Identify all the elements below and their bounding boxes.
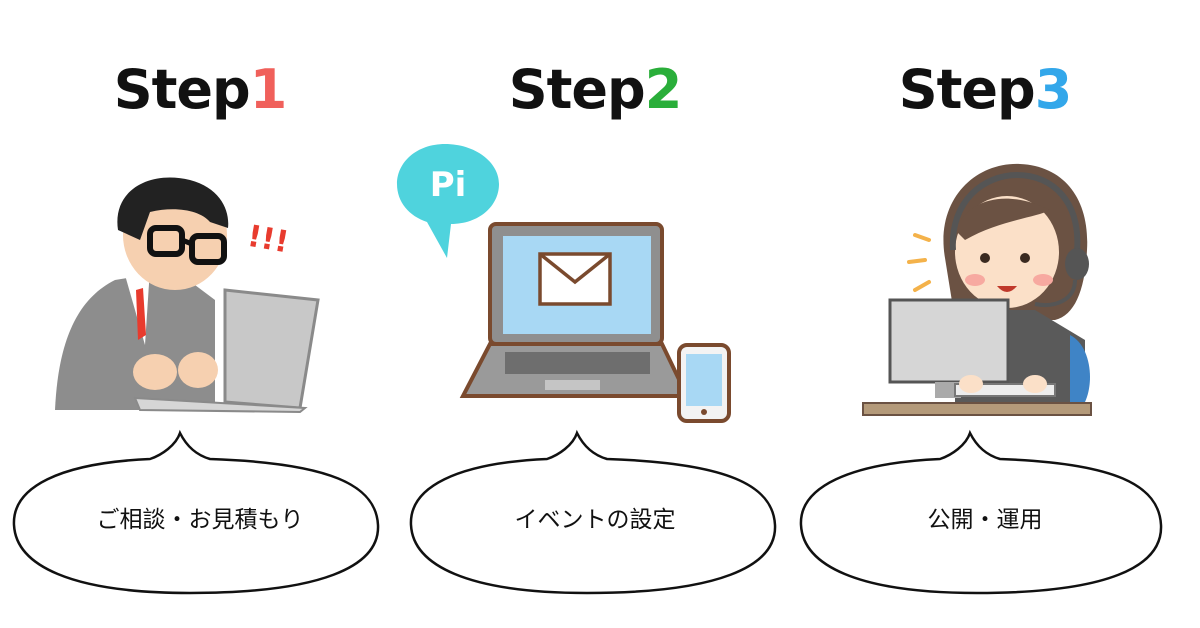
monitor-icon [888, 298, 1010, 384]
touchpad [545, 380, 600, 390]
operator-illustration [862, 163, 1092, 416]
businessman-illustration: !!! [55, 177, 320, 414]
pi-badge-text: Pi [430, 165, 467, 205]
step-3: Step3 公開・運用 [785, 0, 1185, 628]
speech-bubble-3 [799, 429, 1163, 595]
step-1-caption: ご相談・お見積もり [96, 507, 304, 533]
laptop-screen [223, 288, 320, 410]
step-word: Step [508, 58, 646, 121]
glasses-right [189, 233, 227, 265]
step-3-title: Step3 [785, 58, 1185, 121]
laptop-base [133, 396, 308, 414]
headset-band [949, 171, 1081, 253]
step-1: Step1 !!! ご相談・お見積もり [0, 0, 400, 628]
hand-left [133, 354, 177, 390]
desk [862, 402, 1092, 416]
step-number: 3 [1034, 58, 1073, 121]
speech-bubble-1 [12, 429, 380, 595]
laptop-illustration: Pi [397, 144, 731, 423]
step-word: Step [113, 58, 251, 121]
step-1-title: Step1 [0, 58, 400, 121]
step-2-title: Step2 [395, 58, 795, 121]
step-3-caption: 公開・運用 [927, 507, 1043, 533]
hand-right [178, 352, 218, 388]
step-2-caption: イベントの設定 [514, 507, 676, 533]
speech-bubble-2 [409, 429, 777, 595]
hair [117, 177, 229, 240]
step-number: 2 [644, 58, 683, 121]
step-2: Step2 Pi イベントの設定 [395, 0, 795, 628]
headset-icon [1065, 248, 1089, 280]
step-number: 1 [249, 58, 288, 121]
pi-badge-bubble [397, 144, 499, 258]
keyboard [505, 352, 650, 374]
step-word: Step [898, 58, 1036, 121]
tie [136, 288, 146, 340]
exclamation-icon: !!! [245, 219, 292, 261]
